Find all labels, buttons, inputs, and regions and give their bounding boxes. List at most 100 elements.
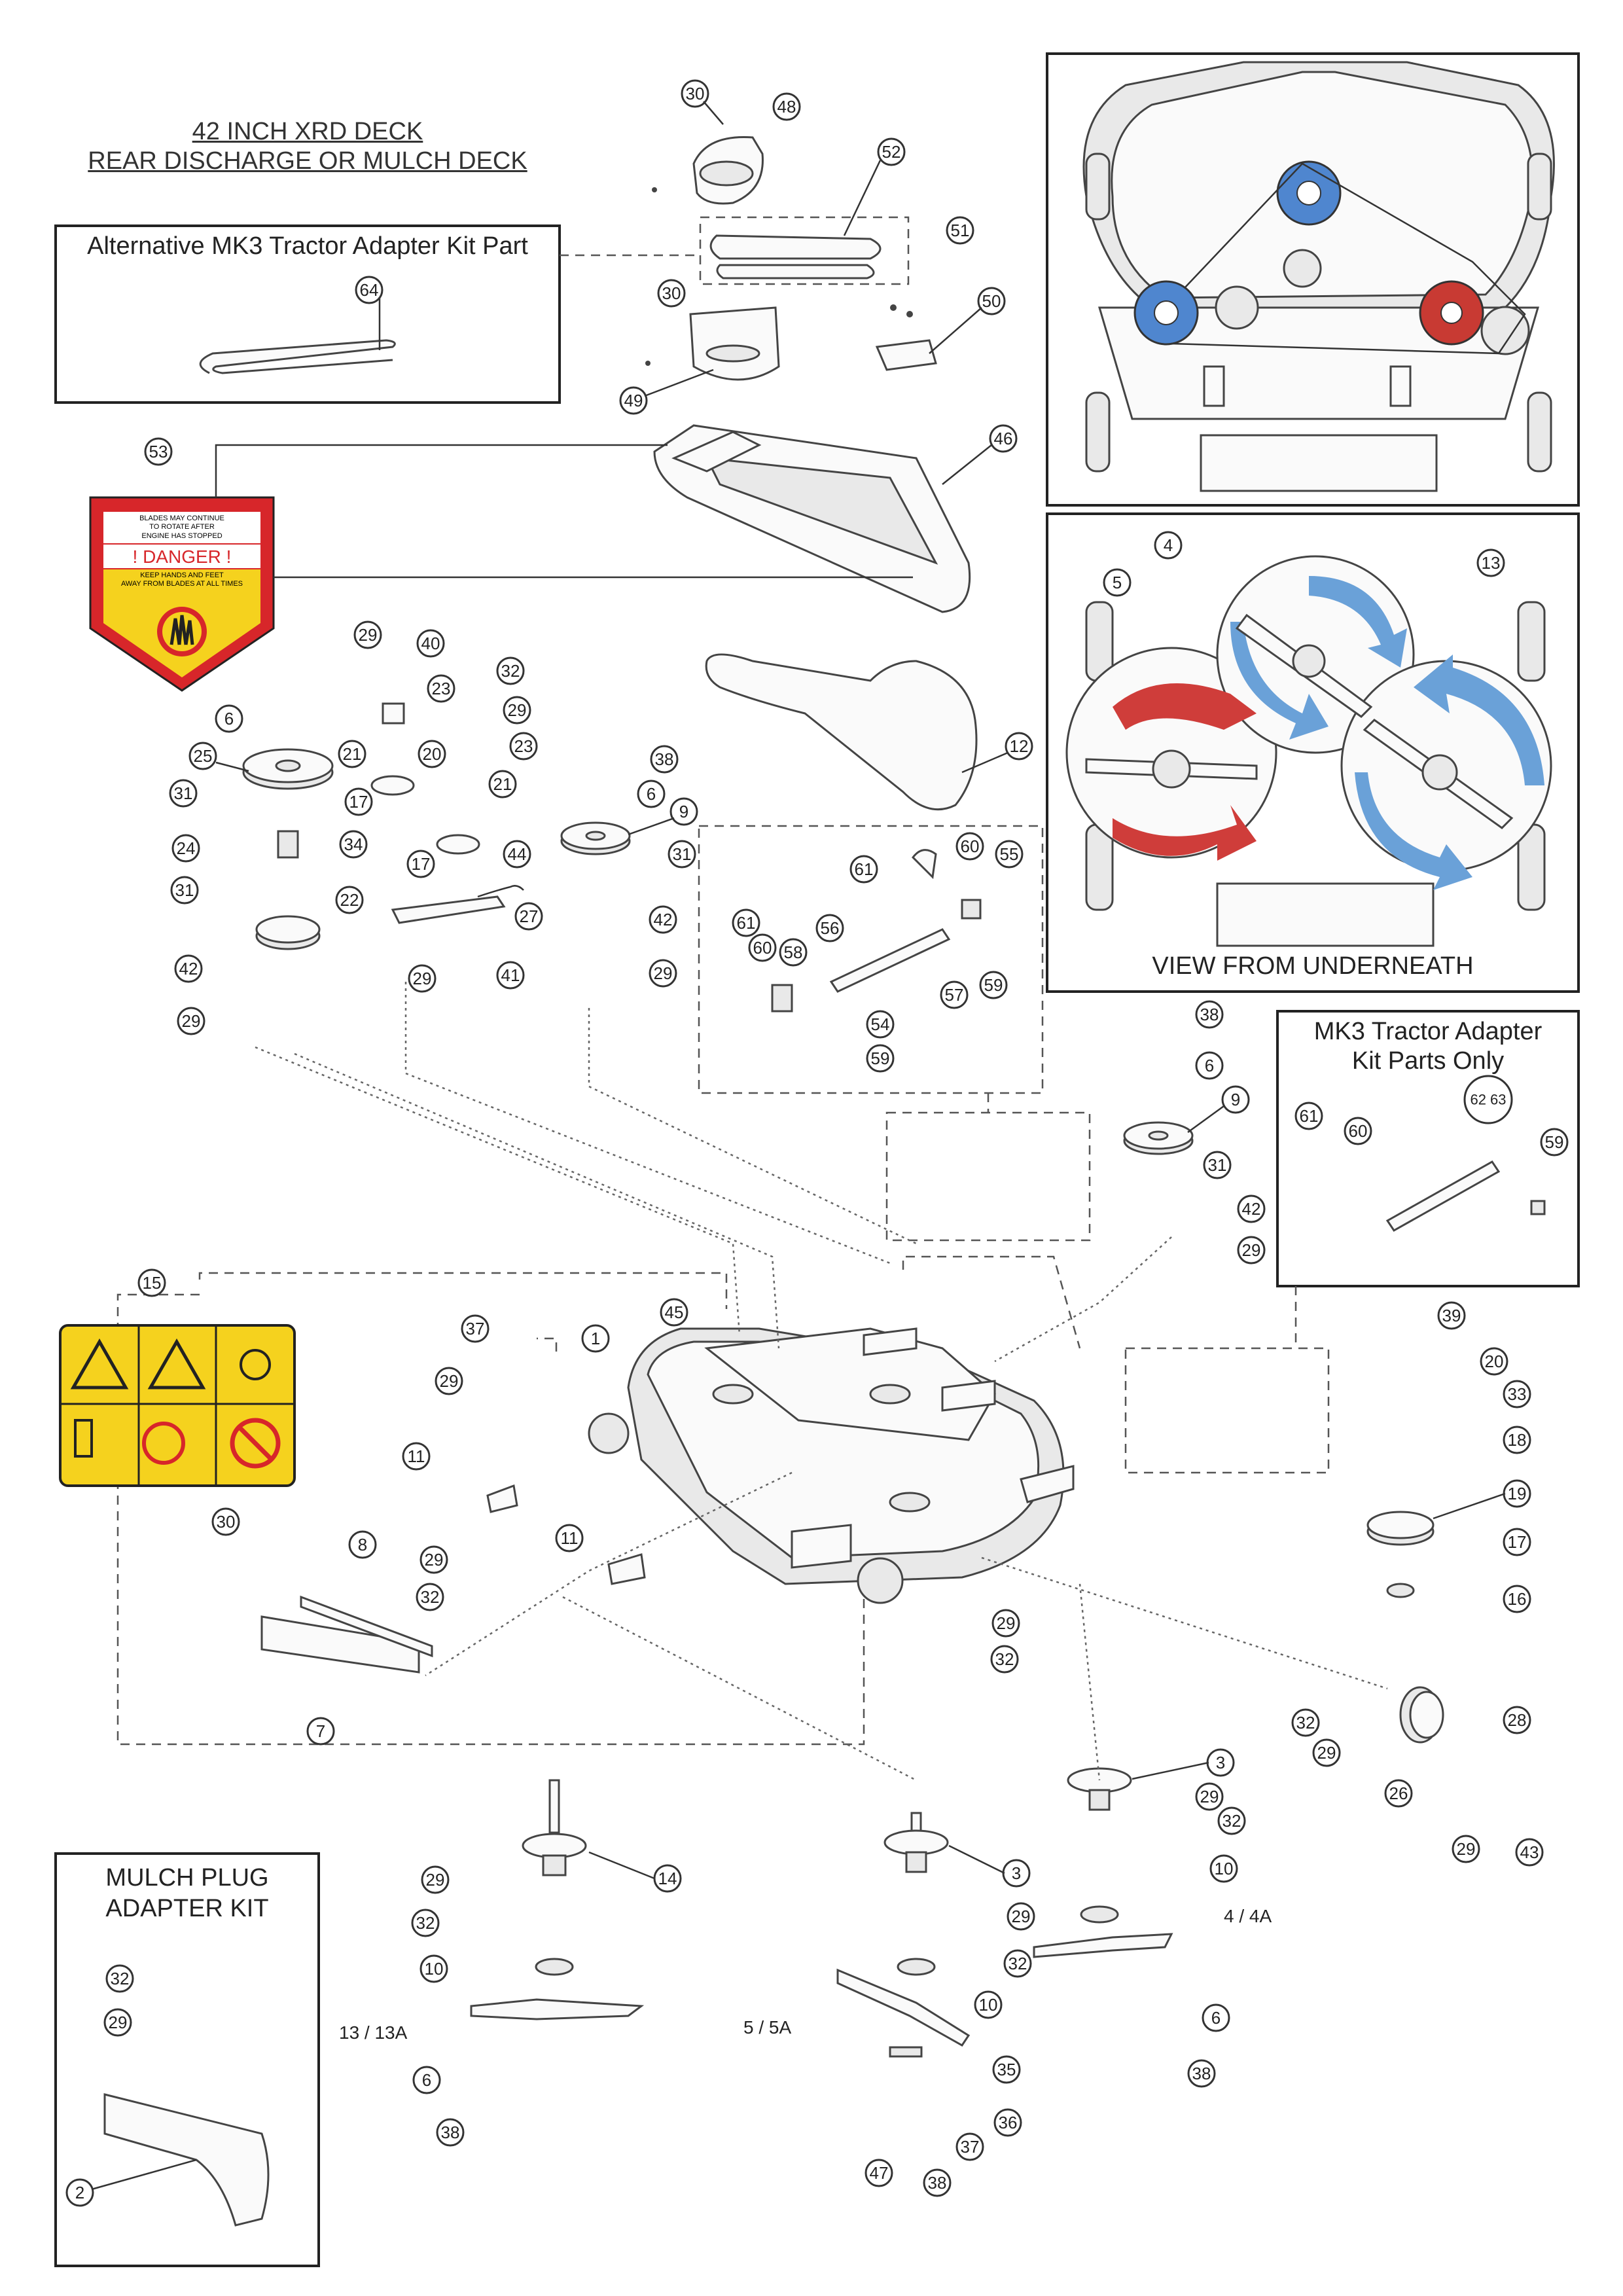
svg-text:18: 18 [1508,1430,1527,1450]
callout-25: 25 [188,742,217,770]
svg-text:34: 34 [344,834,363,854]
linkage-dash-box [698,825,1044,1094]
callout-10: 10 [419,1954,448,1983]
callout-33: 33 [1503,1380,1531,1408]
svg-text:31: 31 [1208,1155,1227,1175]
svg-text:48: 48 [777,97,796,117]
callout-60: 60 [955,832,984,861]
danger-top-line3: ENGINE HAS STOPPED [141,532,222,540]
svg-text:61: 61 [855,859,874,879]
callout-29: 29 [503,696,531,725]
blade-13 [470,1998,645,2020]
callout-29: 29 [408,964,437,993]
svg-text:32: 32 [416,1913,435,1933]
svg-text:30: 30 [662,283,681,303]
svg-text:29: 29 [654,963,673,983]
view-from-top-box [1046,52,1580,507]
svg-text:42: 42 [1242,1199,1261,1219]
callout-27: 27 [514,902,543,931]
pulley-stack-far-right [1123,1121,1194,1155]
svg-text:29: 29 [440,1371,459,1391]
svg-text:29: 29 [1242,1240,1261,1260]
callout-64: 64 [355,276,383,304]
callout-9: 9 [1221,1085,1250,1114]
callout-21: 21 [338,740,366,768]
callout-6: 6 [412,2066,441,2094]
svg-text:24: 24 [177,838,196,858]
callout-17: 17 [406,850,435,878]
callout-34: 34 [339,830,368,859]
callout-48: 48 [772,92,801,121]
callout-45: 45 [660,1298,688,1327]
svg-text:29: 29 [1457,1839,1476,1859]
callout-31: 31 [169,779,198,808]
plate-35 [889,2046,923,2058]
callout-16: 16 [1503,1585,1531,1613]
pulley-stack-left [242,748,334,950]
svg-text:49: 49 [624,391,643,410]
callout-37: 37 [955,2132,984,2161]
distance-icon [74,1419,93,1458]
mk3-small-dash-box [1124,1347,1330,1474]
hand-blade-icon [147,1338,206,1390]
svg-text:29: 29 [109,2013,128,2032]
callout-24: 24 [171,834,200,863]
pulley-stack-right-top [560,821,631,855]
svg-text:43: 43 [1520,1842,1539,1862]
gauge-wheel-26 [1399,1686,1444,1744]
svg-text:47: 47 [870,2163,889,2183]
callout-38: 38 [923,2168,952,2197]
blade-label-4: 4 / 4A [1224,1906,1272,1926]
svg-text:60: 60 [753,938,772,958]
mulch-kit-title-line2: ADAPTER KIT [105,1895,269,1922]
callout-1: 1 [581,1324,610,1353]
callout-32: 32 [1217,1806,1246,1835]
svg-text:29: 29 [1200,1787,1219,1806]
deck-underneath-view [1065,555,1552,947]
callout-38: 38 [436,2118,465,2147]
callout-29: 29 [1007,1902,1035,1931]
callout-29: 29 [353,620,382,649]
mk3-kit-box [1276,1010,1580,1287]
callout-59: 59 [1540,1128,1569,1157]
svg-text:59: 59 [1545,1132,1564,1152]
svg-text:26: 26 [1389,1784,1408,1803]
mulch-kit-title-line1: MULCH PLUG [105,1864,269,1892]
callout-18: 18 [1503,1426,1531,1454]
svg-text:23: 23 [432,679,451,698]
callout-38: 38 [650,745,679,774]
svg-text:32: 32 [1296,1713,1315,1732]
bracket-11a [486,1484,518,1513]
danger-bottom-line2: AWAY FROM BLADES AT ALL TIMES [121,580,243,588]
svg-text:37: 37 [961,2137,980,2157]
svg-text:21: 21 [493,774,512,794]
svg-text:17: 17 [349,792,368,812]
svg-text:29: 29 [426,1870,445,1890]
view-underneath-title: VIEW FROM UNDERNEATH [1152,952,1474,980]
svg-text:25: 25 [194,746,213,766]
svg-text:29: 29 [1012,1907,1031,1926]
callout-20: 20 [418,740,446,768]
svg-text:52: 52 [882,142,901,162]
svg-text:11: 11 [561,1528,579,1548]
callout-36: 36 [993,2108,1022,2137]
svg-text:50: 50 [982,291,1001,311]
svg-text:8: 8 [358,1535,367,1554]
callout-6: 6 [1202,2003,1230,2032]
callout-50: 50 [977,287,1006,315]
svg-text:9: 9 [1231,1090,1240,1109]
svg-text:29: 29 [997,1613,1016,1633]
svg-text:29: 29 [1317,1743,1336,1763]
svg-text:61: 61 [737,913,756,933]
svg-text:40: 40 [421,634,440,653]
svg-text:51: 51 [951,221,970,240]
svg-text:44: 44 [508,844,527,864]
svg-text:37: 37 [466,1319,485,1338]
danger-top-line1: BLADES MAY CONTINUE [139,514,224,522]
mk3-kit-title-line1: MK3 Tractor Adapter [1313,1018,1543,1045]
callout-55: 55 [995,840,1024,869]
manual-icon [240,1349,271,1380]
svg-text:36: 36 [999,2113,1018,2132]
callout-15: 15 [137,1268,166,1297]
svg-text:16: 16 [1508,1589,1527,1609]
